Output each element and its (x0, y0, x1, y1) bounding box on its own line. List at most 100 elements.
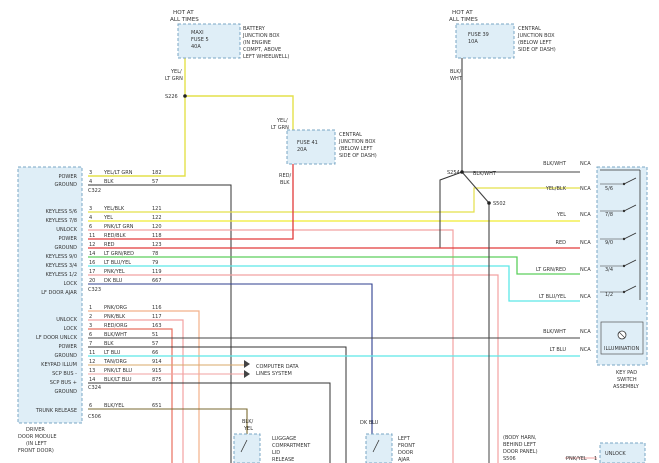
wire-pin: 14 (89, 251, 95, 257)
switch-label-5-6: 5/6 (605, 186, 613, 192)
wire-label-yel-ltgrn-a-2: LT GRN (165, 76, 183, 82)
keypad-switch-7-8 (600, 204, 637, 213)
keypad-nca: NCA (580, 240, 591, 246)
module-label: LOCK (64, 281, 78, 287)
wire-number: 875 (152, 377, 162, 383)
keypad-nca: NCA (580, 161, 591, 167)
module-label: TRUNK RELEASE (35, 408, 77, 414)
wire-pin: 4 (89, 179, 92, 185)
wire-pin: 3 (89, 323, 92, 329)
keypad-nca: NCA (580, 329, 591, 335)
fuse41-junction-box (286, 129, 336, 165)
wire-number: 78 (152, 251, 158, 257)
wire-number: 651 (152, 403, 162, 409)
keypad-nca: NCA (580, 294, 591, 300)
keypad-wire-color: RED (556, 240, 567, 246)
switch-label-7-8: 7/8 (605, 212, 613, 218)
wire-pin: 14 (89, 377, 95, 383)
battery-box-desc-4: COMPT, ABOVE (243, 47, 281, 53)
connector-c322: C322 (88, 188, 101, 194)
wire-pin: 7 (89, 341, 92, 347)
wire-color: PNK/LT GRN (104, 224, 134, 230)
wire-color: LT GRN/RED (104, 251, 134, 257)
wire-color: DK BLU (104, 278, 123, 284)
fuse41-desc-2: JUNCTION BOX (338, 139, 376, 145)
module-label: GROUND (54, 245, 77, 251)
wire-number: 66 (152, 350, 158, 356)
luggage-release-switch (233, 433, 261, 463)
battery-box-desc-3: (IN ENGINE (243, 40, 271, 46)
wire-pin: 3 (89, 206, 92, 212)
wire-label-blk-wht-a-1: BLK/ (450, 69, 461, 75)
fuse41-line-1: FUSE 41 (297, 140, 318, 146)
module-labels: POWER GROUND KEYLESS 5/6 KEYLESS 7/8 UNL… (35, 174, 78, 414)
module-label: UNLOCK (56, 227, 77, 233)
keypad-desc-3: ASSEMBLY (613, 384, 640, 390)
wire-color: PNK/BLK (104, 314, 126, 320)
keypad-nca: NCA (580, 347, 591, 353)
wire-yel-blk (88, 187, 580, 213)
wire-label-yel-ltgrn-b-1: YEL/ (276, 118, 288, 124)
wire-color: BLK/LT BLU (104, 377, 132, 383)
module-label: UNLOCK (56, 317, 77, 323)
wire-number: 118 (152, 233, 162, 239)
fuse39-line-1: FUSE 39 (468, 32, 489, 38)
wires-layer (88, 58, 597, 463)
module-label: POWER (58, 236, 77, 242)
keypad-switch-3-4 (600, 259, 637, 268)
wire-blk-ground-c322 (88, 184, 232, 463)
scp-arrow-1 (244, 360, 250, 368)
module-label: KEYLESS 9/0 (46, 254, 77, 260)
luggage-switch-blade (240, 439, 248, 453)
wire-color: RED (104, 242, 115, 248)
luggage-label-3: LID (272, 450, 280, 456)
splice-dot-s254 (460, 170, 464, 174)
scp-label-2: LINES SYSTEM (256, 371, 292, 377)
wire-pnk-blk (88, 319, 184, 463)
wire-color: RED/BLK (104, 233, 126, 239)
lf-door-label-4: AJAR (398, 457, 410, 463)
wire-color: RED/ORG (104, 323, 128, 329)
keypad-wire-color: YEL/BLK (545, 186, 567, 192)
lf-door-label-2: FRONT (398, 443, 416, 449)
horn-label-1: (BODY HARN, (503, 435, 537, 441)
wire-label-red-blk-1: RED/ (279, 173, 291, 179)
keypad-desc-2: SWITCH (617, 377, 637, 383)
driver-door-module (17, 166, 83, 424)
keypad-wire-color: BLK/WHT (543, 161, 567, 167)
wire-color: YEL/LT GRN (103, 170, 133, 176)
wire-number: 116 (152, 305, 162, 311)
fuse39-desc-1: CENTRAL (518, 26, 541, 32)
module-label: KEYLESS 7/8 (46, 218, 77, 224)
horn-label-2: BEHIND LEFT (503, 442, 537, 448)
wire-color: LT BLU/YEL (104, 260, 131, 266)
keypad-desc-1: KEY PAD (616, 370, 637, 376)
wire-pin: 17 (89, 269, 95, 275)
maxi-fuse-line-2: FUSE 5 (191, 37, 209, 43)
wire-blk-ltblu (88, 382, 331, 463)
module-label: GROUND (54, 182, 77, 188)
module-label: GROUND (54, 353, 77, 359)
wire-pin: 13 (89, 368, 95, 374)
module-label: GROUND (54, 389, 77, 395)
wire-pin: 20 (89, 278, 95, 284)
switch-label-3-4: 3/4 (605, 267, 613, 273)
wire-label-blk-yel-1: BLK/ (242, 419, 253, 425)
wire-color: TAN/ORG (103, 359, 127, 365)
module-label: LF DOOR AJAR (41, 290, 77, 296)
scp-arrow-2 (244, 370, 250, 378)
wire-number: 667 (152, 278, 162, 284)
keypad-wire-color: YEL (556, 212, 566, 218)
module-desc-2: DOOR MODULE (18, 434, 57, 440)
wire-pin: 16 (89, 260, 95, 266)
wire-color: LT BLU (104, 350, 121, 356)
wire-red-org (88, 328, 173, 463)
luggage-label-2: COMPARTMENT (272, 443, 311, 449)
wire-blk-yel (88, 408, 248, 434)
scp-label-1: COMPUTER DATA (256, 364, 299, 370)
fuse41-desc-3: (BELOW LEFT (339, 146, 373, 152)
wire-label-yel-ltgrn-b-2: LT GRN (271, 125, 289, 131)
all-times-label-right: ALL TIMES (449, 17, 478, 23)
wire-number: 79 (152, 260, 158, 266)
